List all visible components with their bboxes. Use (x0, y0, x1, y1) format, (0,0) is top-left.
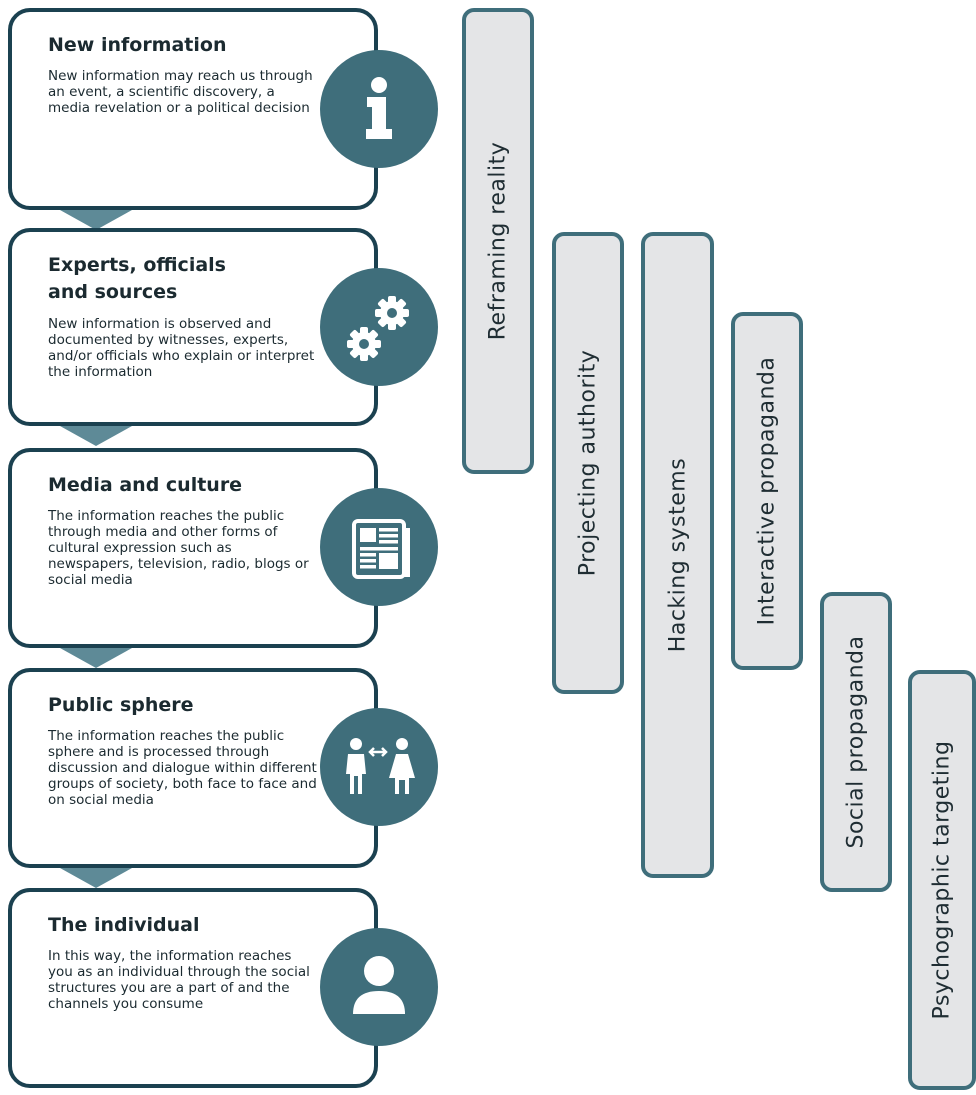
flow-connector (60, 426, 132, 446)
step-title: Media and culture (48, 474, 243, 496)
gears-icon (320, 268, 438, 386)
technique-pill-interactive-propaganda: Interactive propaganda (731, 312, 803, 670)
technique-pill-reframing-reality: Reframing reality (462, 8, 534, 474)
flow-connector (60, 868, 132, 888)
step-card-media-and-culture: Media and culture The information reache… (8, 448, 378, 648)
step-body: New information is observed and document… (48, 316, 315, 380)
technique-pill-hacking-systems: Hacking systems (641, 232, 714, 878)
technique-pill-psychographic-targeting: Psychographic targeting (908, 670, 976, 1090)
flow-connector (60, 210, 132, 230)
step-card-the-individual: The individual In this way, the informat… (8, 888, 378, 1088)
technique-pill-projecting-authority: Projecting authority (552, 232, 624, 694)
step-title: Experts, officials and sources (48, 254, 226, 303)
step-body: New information may reach us through an … (48, 68, 313, 116)
newspaper-icon (320, 488, 438, 606)
step-body: The information reaches the public spher… (48, 728, 317, 808)
technique-label: Social propaganda (843, 635, 869, 849)
step-title: New information (48, 34, 227, 56)
technique-pill-social-propaganda: Social propaganda (820, 592, 892, 892)
technique-label: Psychographic targeting (929, 740, 955, 1020)
technique-label: Hacking systems (665, 457, 690, 653)
technique-label: Projecting authority (575, 349, 601, 577)
step-card-public-sphere: Public sphere The information reaches th… (8, 668, 378, 868)
step-card-experts-officials-sources: Experts, officials and sources New infor… (8, 228, 378, 426)
people-exchange-icon (320, 708, 438, 826)
info-icon (320, 50, 438, 168)
flow-connector (60, 648, 132, 668)
technique-label: Interactive propaganda (754, 356, 780, 626)
step-card-new-information: New information New information may reac… (8, 8, 378, 210)
person-icon (320, 928, 438, 1046)
step-body: The information reaches the public throu… (48, 508, 309, 588)
step-title: The individual (48, 914, 200, 936)
step-title: Public sphere (48, 694, 194, 716)
technique-label: Reframing reality (485, 141, 511, 341)
step-body: In this way, the information reaches you… (48, 948, 310, 1012)
